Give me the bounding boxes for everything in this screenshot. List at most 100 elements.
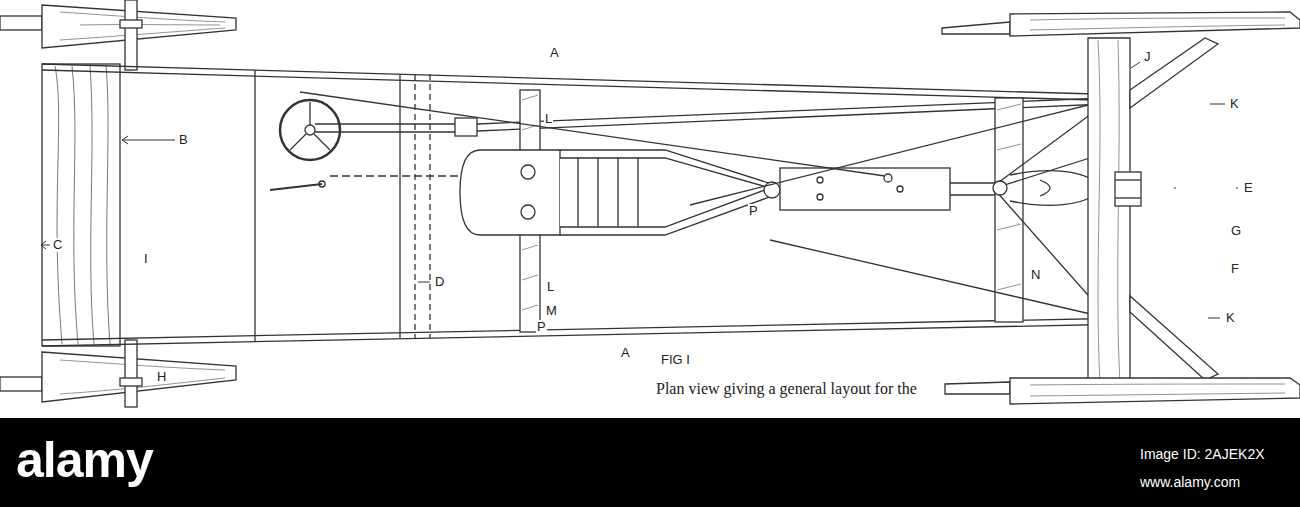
part-letter: P [536, 320, 547, 334]
drawing-line [455, 118, 477, 136]
watermark-text: Image ID: 2AJEK2X [1140, 446, 1265, 462]
drawing-line [315, 131, 455, 132]
chassis-drawing [0, 0, 1300, 418]
motor-frame [460, 150, 1000, 235]
dashed-outline [414, 74, 415, 338]
drawing-line [560, 150, 775, 235]
part-letter: A [620, 346, 631, 360]
drawing-line [42, 64, 120, 346]
part-letter: G [1230, 224, 1242, 238]
drawing-line [125, 340, 137, 407]
part-letter: M [545, 304, 558, 318]
drawing-line [1098, 40, 1120, 386]
figure-number: FIG I [660, 353, 691, 367]
drawing-line [55, 66, 110, 344]
drawing-line [1115, 179, 1141, 180]
drawing-line [1115, 172, 1141, 206]
drawing-line [1030, 384, 1285, 396]
drawing-line [1010, 171, 1090, 206]
part-letter: J [1143, 50, 1152, 64]
watermark-logo: alamy [16, 432, 153, 488]
part-letter: C [52, 238, 63, 252]
drawing-line [521, 165, 535, 179]
drawing-line [945, 382, 1010, 394]
drawing-line [577, 158, 578, 227]
part-letter: L [544, 112, 553, 126]
drawing-line [270, 184, 322, 190]
axle-brace [1130, 296, 1218, 380]
drawing-line [597, 158, 598, 227]
drawing-line [0, 377, 42, 391]
drawing-line [1010, 12, 1300, 36]
drawing-line [617, 158, 618, 227]
drawing-line [300, 92, 885, 176]
part-letter: I [143, 252, 149, 266]
drawing-line [60, 360, 225, 394]
part-letter: K [1229, 97, 1240, 111]
axle-brace [1130, 38, 1218, 108]
drawing-line [120, 20, 142, 28]
leader-arrows [41, 62, 1238, 318]
drawing-line [817, 194, 823, 200]
drawing-line [122, 136, 175, 144]
drawing-line [60, 12, 225, 40]
part-letter: P [748, 204, 759, 218]
drawing-line [1131, 62, 1140, 68]
drawing-line [125, 0, 137, 70]
drawing-line [521, 205, 535, 219]
cross-member [995, 98, 1023, 322]
drawing-line [120, 378, 142, 386]
drawing-line [1210, 104, 1225, 105]
part-letter: E [1243, 181, 1254, 195]
drawing-line [418, 282, 430, 283]
rear-wheel-bottom [0, 340, 236, 407]
front-wheel-top [942, 12, 1300, 36]
drawing-line [42, 352, 236, 402]
drawing-line [1208, 318, 1220, 319]
part-letter: F [1230, 262, 1240, 276]
seat-line [254, 70, 255, 342]
part-letter: L [546, 280, 555, 294]
brace-wires [300, 92, 1115, 320]
figure-caption: Plan view giving a general layout for th… [654, 380, 919, 398]
front-spring [993, 171, 1090, 206]
drawing-line [770, 240, 1108, 318]
rear-board [42, 64, 120, 346]
drawing-line [42, 324, 1130, 346]
drawing-line [950, 194, 1000, 195]
drawing-line [780, 168, 950, 210]
part-letter: A [549, 46, 560, 60]
drawing-line [993, 181, 1007, 195]
part-letter: H [156, 370, 167, 384]
drawing-line [42, 70, 1130, 101]
drawing-line [319, 181, 325, 187]
drawing-line [0, 16, 42, 30]
drawing-line [309, 102, 310, 125]
drawing-line [315, 123, 455, 124]
watermark-text: www.alamy.com [1140, 474, 1240, 490]
drawing-line [314, 134, 330, 150]
watermark-banner [0, 418, 1300, 507]
drawing-line [42, 318, 1130, 340]
drawing-line [637, 158, 638, 227]
drawing-line [942, 22, 1010, 34]
drawing-line [1088, 38, 1130, 388]
drawing-line [42, 5, 236, 48]
drawing-line [1115, 197, 1141, 198]
drawing-line [290, 134, 306, 150]
drawing-line [817, 177, 823, 183]
drawing-line [950, 182, 1000, 183]
drawing-line [41, 241, 50, 249]
drawing-line [995, 98, 1023, 322]
drawing-line [305, 125, 315, 135]
front-wheel-bottom [945, 378, 1300, 404]
drawing-line [280, 100, 340, 160]
seat-line [399, 74, 400, 338]
drawing-line [884, 174, 892, 182]
part-letter: N [1030, 268, 1041, 282]
drawing-line [42, 64, 1130, 95]
part-letter: K [1225, 311, 1236, 325]
part-letter: D [434, 275, 445, 289]
drawing-line [1131, 188, 1238, 189]
drawing-line [897, 186, 903, 192]
